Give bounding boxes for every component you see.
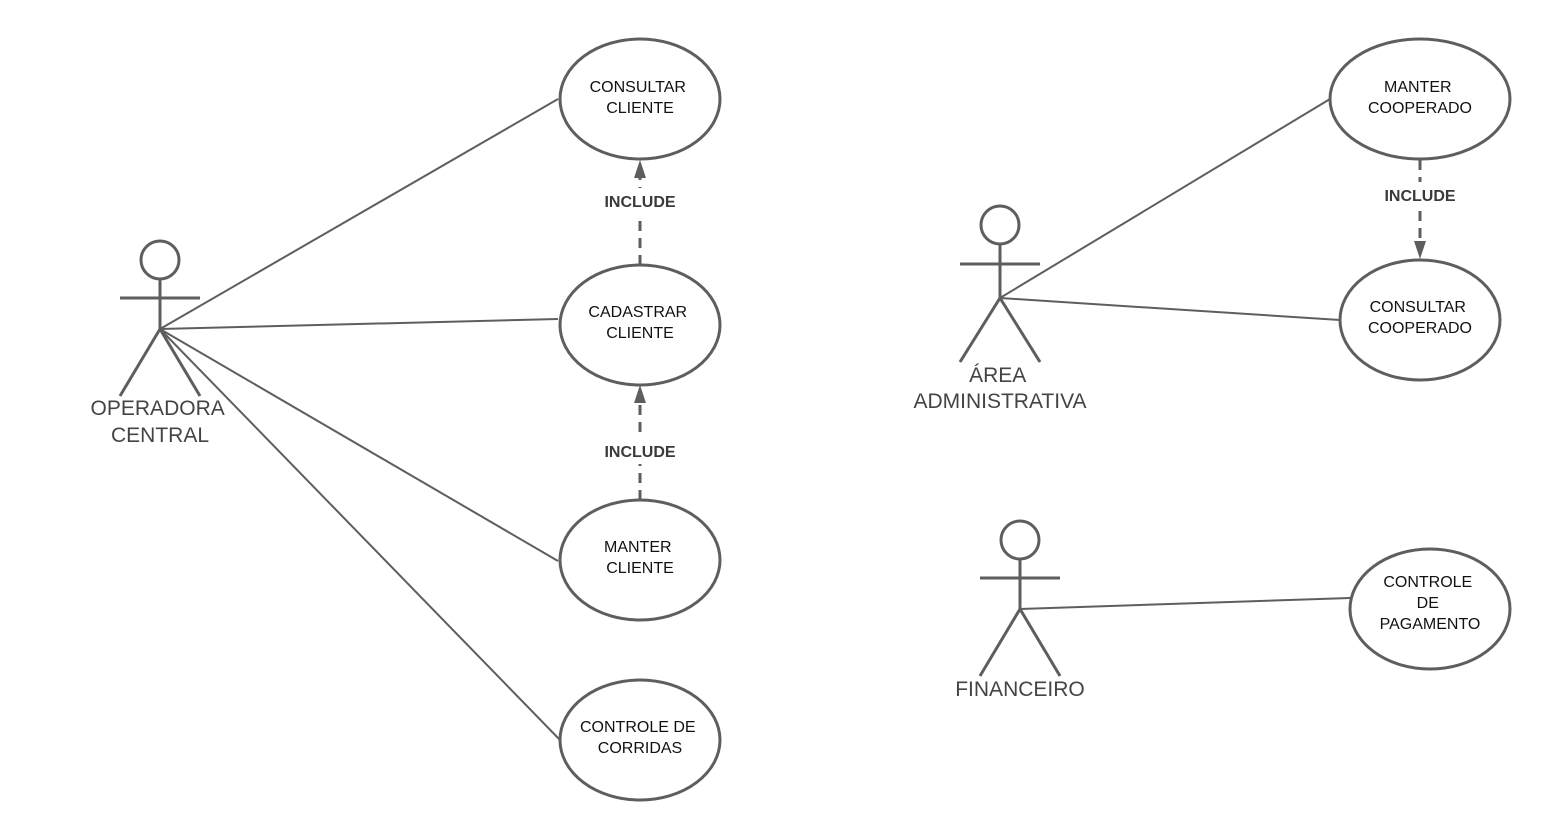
usecase-label: CONSULTAR COOPERADO xyxy=(1368,299,1472,337)
include-arrowhead xyxy=(634,160,646,178)
actor-label: FINANCEIRO xyxy=(955,678,1085,701)
usecase-consultar-cooperado[interactable]: CONSULTAR COOPERADO xyxy=(1338,258,1502,382)
include-label-bg xyxy=(1376,182,1464,208)
association-operadora-cadastrar-cliente xyxy=(159,318,559,330)
actor-operadora-central[interactable]: OPERADORA CENTRAL xyxy=(91,239,230,447)
actor-right-leg xyxy=(158,328,202,397)
actor-right-leg xyxy=(998,297,1042,363)
usecase-label: CONTROLE DE CORRIDAS xyxy=(580,719,700,757)
usecase-ellipse xyxy=(1328,37,1512,161)
include-consultar-cliente: INCLUDE xyxy=(596,160,684,265)
usecase-ellipse xyxy=(1348,547,1512,671)
usecase-controle-pagamento[interactable]: CONTROLE DE PAGAMENTO xyxy=(1348,547,1512,671)
include-label-bg xyxy=(596,438,684,464)
actor-left-leg xyxy=(118,328,162,397)
actor-label: OPERADORA CENTRAL xyxy=(91,397,230,447)
include-label: INCLUDE xyxy=(604,444,675,461)
usecase-label: MANTER COOPERADO xyxy=(1368,79,1472,117)
include-label: INCLUDE xyxy=(1384,188,1455,205)
actor-head xyxy=(139,239,181,281)
usecase-label: MANTER CLIENTE xyxy=(604,539,676,577)
usecase-ellipse xyxy=(558,37,722,161)
association-operadora-controle-corridas xyxy=(159,328,561,741)
include-arrowhead xyxy=(634,385,646,403)
actor-left-leg xyxy=(978,608,1022,677)
usecase-label: CONTROLE DE PAGAMENTO xyxy=(1380,574,1481,633)
usecase-manter-cooperado[interactable]: MANTER COOPERADO xyxy=(1328,37,1512,161)
actor-head xyxy=(979,204,1021,246)
actor-right-leg xyxy=(1018,608,1062,677)
actor-left-leg xyxy=(958,297,1002,363)
usecase-label: CONSULTAR CLIENTE xyxy=(590,79,691,117)
usecase-cadastrar-cliente[interactable]: CADASTRAR CLIENTE xyxy=(558,263,722,387)
include-arrowhead xyxy=(1414,241,1426,259)
actor-financeiro[interactable]: FINANCEIRO xyxy=(955,519,1085,701)
usecase-consultar-cliente[interactable]: CONSULTAR CLIENTE xyxy=(558,37,722,161)
include-label: INCLUDE xyxy=(604,194,675,211)
usecase-manter-cliente[interactable]: MANTER CLIENTE xyxy=(558,498,722,622)
association-area-adm-manter-cooperado xyxy=(999,98,1331,299)
include-label-bg xyxy=(596,188,684,214)
usecase-controle-corridas[interactable]: CONTROLE DE CORRIDAS xyxy=(558,678,722,802)
usecase-ellipse xyxy=(558,678,722,802)
association-operadora-consultar-cliente xyxy=(159,98,559,330)
actor-area-administrativa[interactable]: ÁREA ADMINISTRATIVA xyxy=(913,204,1087,413)
association-area-adm-consultar-cooperado xyxy=(999,297,1341,321)
usecase-ellipse xyxy=(558,498,722,622)
include-consultar-cooperado: INCLUDE xyxy=(1376,160,1464,259)
usecase-label: CADASTRAR CLIENTE xyxy=(588,304,691,342)
include-cadastrar-cliente: INCLUDE xyxy=(596,385,684,500)
actor-label: ÁREA ADMINISTRATIVA xyxy=(913,364,1086,413)
actor-head xyxy=(999,519,1041,561)
association-financeiro-controle-pagamento xyxy=(1019,597,1351,610)
usecase-ellipse xyxy=(558,263,722,387)
association-operadora-manter-cliente xyxy=(159,328,559,562)
associations xyxy=(159,98,1351,741)
usecase-ellipse xyxy=(1338,258,1502,382)
